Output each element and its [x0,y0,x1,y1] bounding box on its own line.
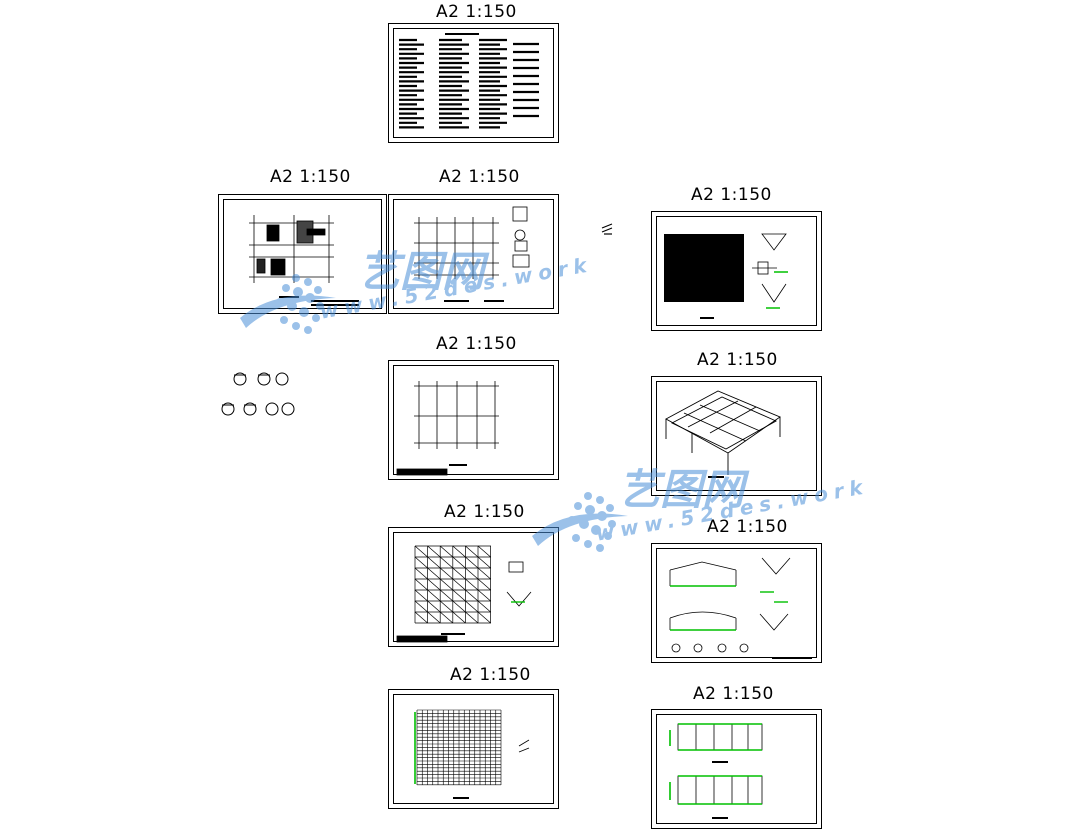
sheet-label-plan-b: A2 1:150 [439,167,520,187]
drawing-sheet-notes[interactable] [388,23,559,143]
sheet-label-notes: A2 1:150 [436,2,517,22]
drawing-sheet-plan-b[interactable] [388,194,559,314]
sheet-label-axon: A2 1:150 [697,350,778,370]
watermark-left: 艺图网 www.52des.work [236,238,594,368]
sheet-label-details: A2 1:150 [707,517,788,537]
drawing-sheet-elevations[interactable] [651,709,822,829]
drawing-sheet-roof-dark[interactable] [651,211,822,331]
sheet-label-truss-plan: A2 1:150 [444,502,525,522]
details-drawing [669,557,812,659]
notes-text-block [399,33,539,129]
watermark-brand: 艺图网 [358,247,485,296]
truss-plan-drawing [396,545,532,643]
drawing-sheet-axon[interactable] [651,376,822,496]
stray-annotation [601,223,613,235]
drawing-sheet-dense-grid[interactable] [388,689,559,809]
watermark-brand-2: 艺图网 [618,465,745,514]
sheet-label-elevations: A2 1:150 [693,684,774,704]
drawing-sheet-grid-plan[interactable] [388,360,559,480]
sheet-label-plan-a: A2 1:150 [270,167,351,187]
dense-grid-drawing [414,709,530,799]
detail-symbols [221,372,295,416]
sheet-label-roof-dark: A2 1:150 [691,185,772,205]
drawing-sheet-details[interactable] [651,543,822,663]
grid-plan-drawing [396,381,499,476]
watermark-right: 艺图网 www.52des.work [528,456,870,586]
watermark-globe-icon-2 [532,492,628,552]
sheet-label-dense-grid: A2 1:150 [450,665,531,685]
roof-dark-drawing [664,233,788,319]
sheet-label-grid-plan: A2 1:150 [436,334,517,354]
elevations-drawing [669,723,763,819]
plan-b-drawing [414,206,530,302]
watermark-globe-icon [240,274,336,334]
drawing-sheet-truss-plan[interactable] [388,527,559,647]
axon-drawing [665,390,781,478]
